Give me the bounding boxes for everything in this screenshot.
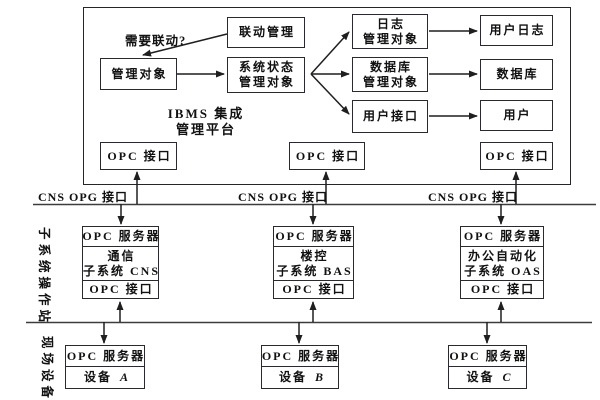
device-a-id: A (120, 370, 129, 384)
device-a-box: OPC 服务器 设备 A (65, 345, 145, 389)
subsystem-oas-box: OPC 服务器 办公自动化 子系统 OAS OPC 接口 (460, 226, 544, 299)
bus-label-2: CNS OPG 接口 (238, 190, 329, 204)
platform-opc-port-1-label: OPC 接口 (107, 148, 172, 163)
node-database-label: 数据库 (496, 67, 539, 81)
subsystem-cns-name-line2: 子系统 CNS (83, 263, 161, 278)
node-user-interface-label: 用户接口 (362, 109, 419, 123)
node-management-object: 管理对象 (100, 58, 177, 90)
subsystem-bas-box: OPC 服务器 楼控 子系统 BAS OPC 接口 (273, 226, 354, 299)
node-linkage-management-label: 联动管理 (238, 25, 295, 39)
need-linkage-question-label: 需要联动? (125, 34, 187, 48)
subsystem-bas-port: OPC 接口 (282, 282, 347, 296)
bus-label-1: CNS OPG 接口 (38, 190, 129, 204)
node-user: 用户 (480, 100, 553, 131)
subsystem-oas-name-line2: 子系统 OAS (464, 263, 542, 278)
node-db-line1: 数据库 (369, 59, 412, 74)
node-db-line2: 管理对象 (362, 74, 419, 89)
device-c-label: 设备 (466, 370, 495, 384)
subsystem-cns-server: OPC 服务器 (82, 227, 159, 247)
arrow-sysstatus-to-userif (310, 73, 350, 115)
device-b-id: B (315, 370, 324, 384)
arrow-linkage-to-mgmt (142, 33, 228, 57)
device-b-box: OPC 服务器 设备 B (261, 345, 339, 389)
node-system-status-object: 系统状态 管理对象 (227, 57, 305, 93)
device-c-id: C (502, 370, 511, 384)
device-c-name: 设备 C (449, 367, 526, 388)
subsystem-cns-name-line1: 通信 (107, 248, 136, 263)
node-log-management-object: 日志 管理对象 (352, 14, 428, 49)
node-system-status-line1: 系统状态 (238, 60, 295, 74)
node-linkage-management: 联动管理 (227, 17, 305, 48)
subsystem-bas-name-line2: 子系统 BAS (276, 263, 353, 278)
subsystem-oas-name-line1: 办公自动化 (467, 248, 538, 263)
node-management-object-label: 管理对象 (111, 66, 168, 81)
device-a-name: 设备 A (66, 367, 144, 388)
platform-title: IBMS 集成 管理平台 (150, 106, 262, 138)
subsystem-oas-name: 办公自动化 子系统 OAS (461, 247, 543, 281)
bus-label-3: CNS OPG 接口 (428, 190, 519, 204)
subsystem-cns-box: OPC 服务器 通信 子系统 CNS OPC 接口 (82, 226, 159, 299)
subsystem-cns-port: OPC 接口 (89, 282, 154, 296)
platform-opc-port-3: OPC 接口 (480, 142, 553, 170)
platform-opc-port-3-label: OPC 接口 (485, 148, 550, 163)
platform-opc-port-2: OPC 接口 (289, 142, 365, 170)
platform-opc-port-1: OPC 接口 (100, 142, 177, 170)
subsystem-oas-server: OPC 服务器 (461, 227, 543, 247)
node-user-interface: 用户接口 (352, 100, 428, 133)
device-a-server: OPC 服务器 (66, 346, 144, 367)
node-db-management-object: 数据库 管理对象 (352, 57, 428, 92)
node-database: 数据库 (480, 59, 553, 90)
subsystem-cns-name: 通信 子系统 CNS (83, 247, 158, 281)
device-b-server: OPC 服务器 (262, 346, 338, 367)
platform-opc-port-2-label: OPC 接口 (295, 148, 361, 163)
device-b-name: 设备 B (262, 367, 338, 388)
node-user-label: 用户 (503, 108, 532, 122)
subsystem-oas-port: OPC 接口 (470, 282, 536, 296)
arrow-sysstatus-to-log (310, 31, 350, 75)
layer-label-subsystem-stations: 子系统操作站 (37, 227, 51, 327)
subsystem-bas-name: 楼控 子系统 BAS (274, 247, 353, 281)
node-user-log: 用户日志 (480, 15, 553, 46)
platform-title-line2: 管理平台 (175, 122, 236, 137)
node-system-status-line2: 管理对象 (238, 75, 295, 89)
device-c-server: OPC 服务器 (449, 346, 526, 367)
node-user-log-label: 用户日志 (489, 23, 546, 37)
platform-title-line1: IBMS 集成 (167, 106, 245, 121)
subsystem-bas-server: OPC 服务器 (274, 227, 353, 247)
node-log-line2: 管理对象 (362, 31, 419, 46)
node-log-line1: 日志 (376, 16, 405, 31)
device-a-label: 设备 (83, 370, 112, 384)
subsystem-bas-name-line1: 楼控 (300, 248, 329, 263)
layer-label-field-devices: 现场设备 (40, 336, 54, 400)
device-c-box: OPC 服务器 设备 C (448, 345, 527, 389)
device-b-label: 设备 (278, 370, 307, 384)
